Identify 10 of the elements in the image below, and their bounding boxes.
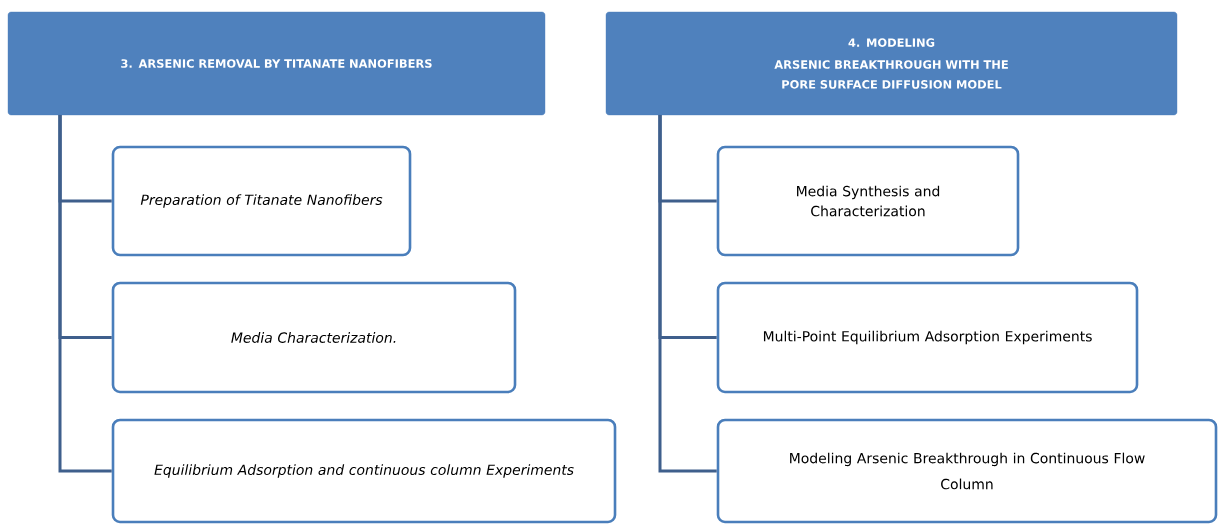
- task-box: Equilibrium Adsorption and continuous column Experiments: [111, 418, 617, 524]
- heading-box: 3. ARSENIC REMOVAL BY TITANATE NANOFIBERS: [7, 11, 546, 116]
- task-box: Modeling Arsenic Breakthrough in Continuous Flow Column: [716, 418, 1218, 524]
- task-box: Preparation of Titanate Nanofibers: [111, 145, 412, 257]
- task-box: Multi-Point Equilibrium Adsorption Experiments: [716, 281, 1139, 394]
- connector-line: [58, 115, 112, 473]
- task-box: Media Characterization.: [111, 281, 517, 394]
- heading-box: 4. MODELING ARSENIC BREAKTHROUGH WITH THE PORE SURFACE DIFFUSION MODEL: [605, 11, 1178, 116]
- connector-line: [658, 115, 717, 473]
- task-box: Media Synthesis and Characterization: [716, 145, 1020, 257]
